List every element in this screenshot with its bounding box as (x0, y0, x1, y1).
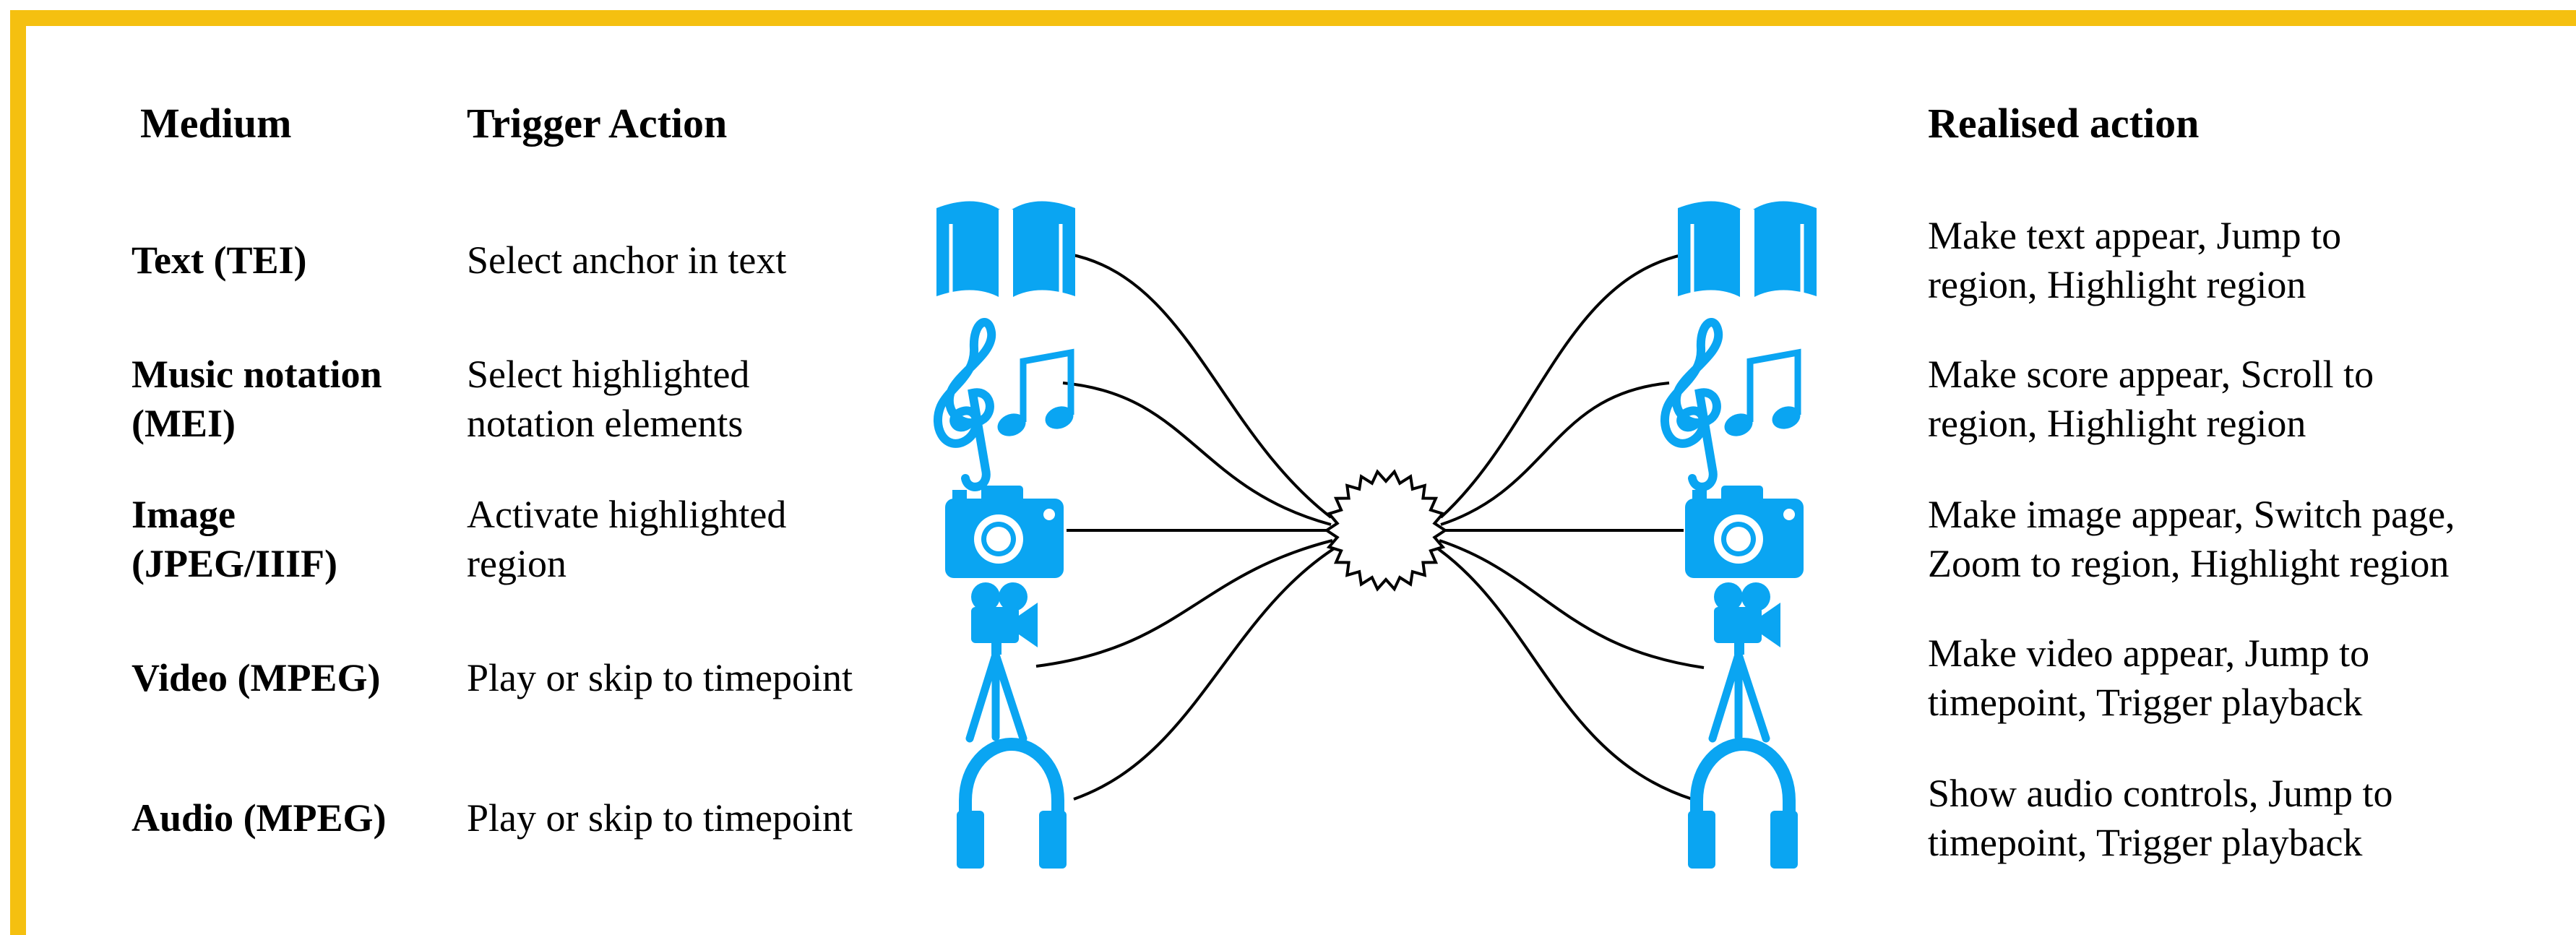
medium-label-video: Video (MPEG) (132, 656, 381, 699)
connector-left-video (1035, 539, 1333, 668)
medium-label-image: Image(JPEG/IIIF) (132, 493, 338, 585)
connection-diagram (26, 26, 2576, 935)
movie-camera-tripod-icon (970, 582, 1038, 738)
open-book-icon (936, 201, 1075, 301)
starburst-hub (1324, 469, 1448, 592)
trigger-audio: Play or skip to timepoint (467, 796, 853, 840)
connector-left-text (1069, 253, 1332, 519)
camera-icon (945, 486, 1064, 578)
camera-icon (1685, 486, 1804, 578)
movie-camera-tripod-icon (1713, 582, 1780, 738)
connector-right-text (1439, 253, 1686, 519)
open-book-icon (1678, 201, 1817, 301)
treble-clef-music-notes-icon (1665, 322, 1804, 487)
diagram-frame: Medium Trigger Action Realised action Te… (10, 10, 2576, 935)
trigger-text: Select anchor in text (467, 238, 787, 282)
headphones-icon (957, 744, 1067, 869)
trigger-video: Play or skip to timepoint (467, 656, 853, 699)
header-realised-action: Realised action (1928, 100, 2200, 147)
headphones-icon (1688, 744, 1798, 869)
medium-label-audio: Audio (MPEG) (132, 796, 387, 840)
connector-lines (1035, 253, 1705, 801)
header-medium: Medium (140, 100, 292, 147)
connector-left-music (1062, 382, 1332, 526)
connector-right-audio (1435, 546, 1693, 801)
header-trigger-action: Trigger Action (467, 100, 728, 147)
medium-label-music: Music notation(MEI) (132, 353, 382, 445)
medium-label-text: Text (TEI) (132, 238, 307, 282)
realised-image: Make image appear, Switch page,Zoom to r… (1928, 493, 2455, 585)
connector-right-music (1440, 382, 1670, 526)
treble-clef-music-notes-icon (938, 322, 1077, 487)
connector-left-audio (1073, 546, 1337, 801)
connector-right-video (1439, 539, 1705, 669)
